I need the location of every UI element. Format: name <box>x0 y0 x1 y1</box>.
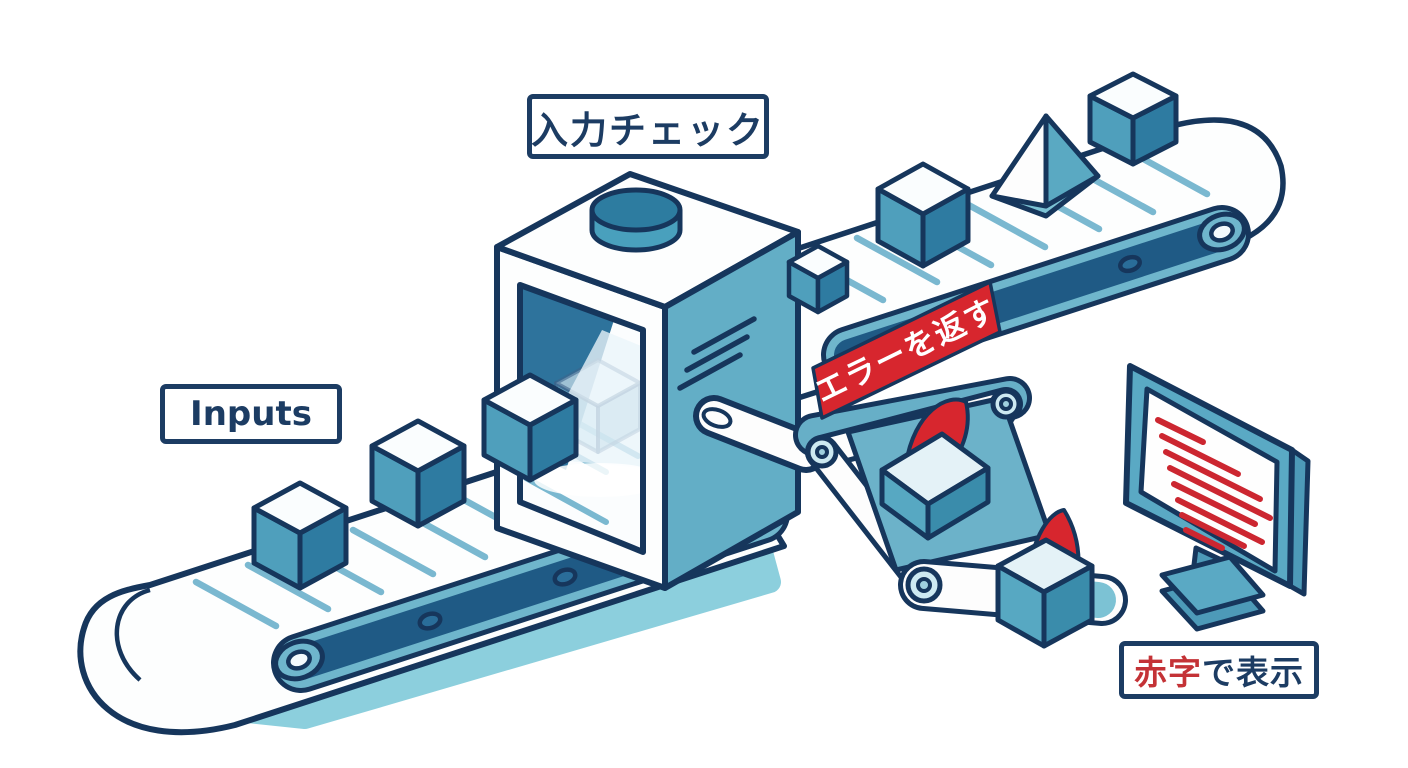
error-arm-assembly <box>793 376 1128 649</box>
belt-end-roller-hub <box>1209 221 1235 243</box>
gripped-error-box <box>879 397 991 541</box>
drive-axle <box>693 395 827 473</box>
input-check-label: 入力チェック <box>527 94 769 159</box>
belt-end-roller-hub <box>286 649 312 671</box>
red-display-label: 赤字で表示 <box>1119 641 1319 699</box>
red-display-label-dark-part: で表示 <box>1202 653 1304 692</box>
invalid-prism <box>989 113 1101 219</box>
belt-roller-hole <box>552 567 578 587</box>
input-cube-2 <box>369 418 467 529</box>
inputs-label-text: Inputs <box>190 394 312 434</box>
output-cube-1 <box>875 161 971 269</box>
error-text-lines <box>1155 417 1273 551</box>
arm-joints <box>805 388 1022 604</box>
scan-glow <box>534 463 643 497</box>
input-cube-3 <box>481 372 579 483</box>
indicator-button <box>589 187 683 253</box>
belt-end-curve <box>114 587 151 682</box>
machine-vent-lines <box>677 316 757 391</box>
red-display-label-red-part: 赤字 <box>1134 653 1202 692</box>
monitor-screen <box>1138 386 1280 574</box>
monitor-base-top <box>1159 554 1266 616</box>
error-monitor <box>1123 363 1311 632</box>
output-cube-small <box>786 243 850 315</box>
rejected-box <box>995 508 1095 649</box>
output-cube-2 <box>1087 71 1179 167</box>
belt-roller-hole <box>417 611 443 631</box>
belt-roller-hole <box>1118 254 1142 274</box>
input-cube-1 <box>251 480 349 591</box>
inputs-label: Inputs <box>160 384 342 444</box>
validator-machine <box>494 171 827 591</box>
input-check-label-text: 入力チェック <box>531 108 765 152</box>
